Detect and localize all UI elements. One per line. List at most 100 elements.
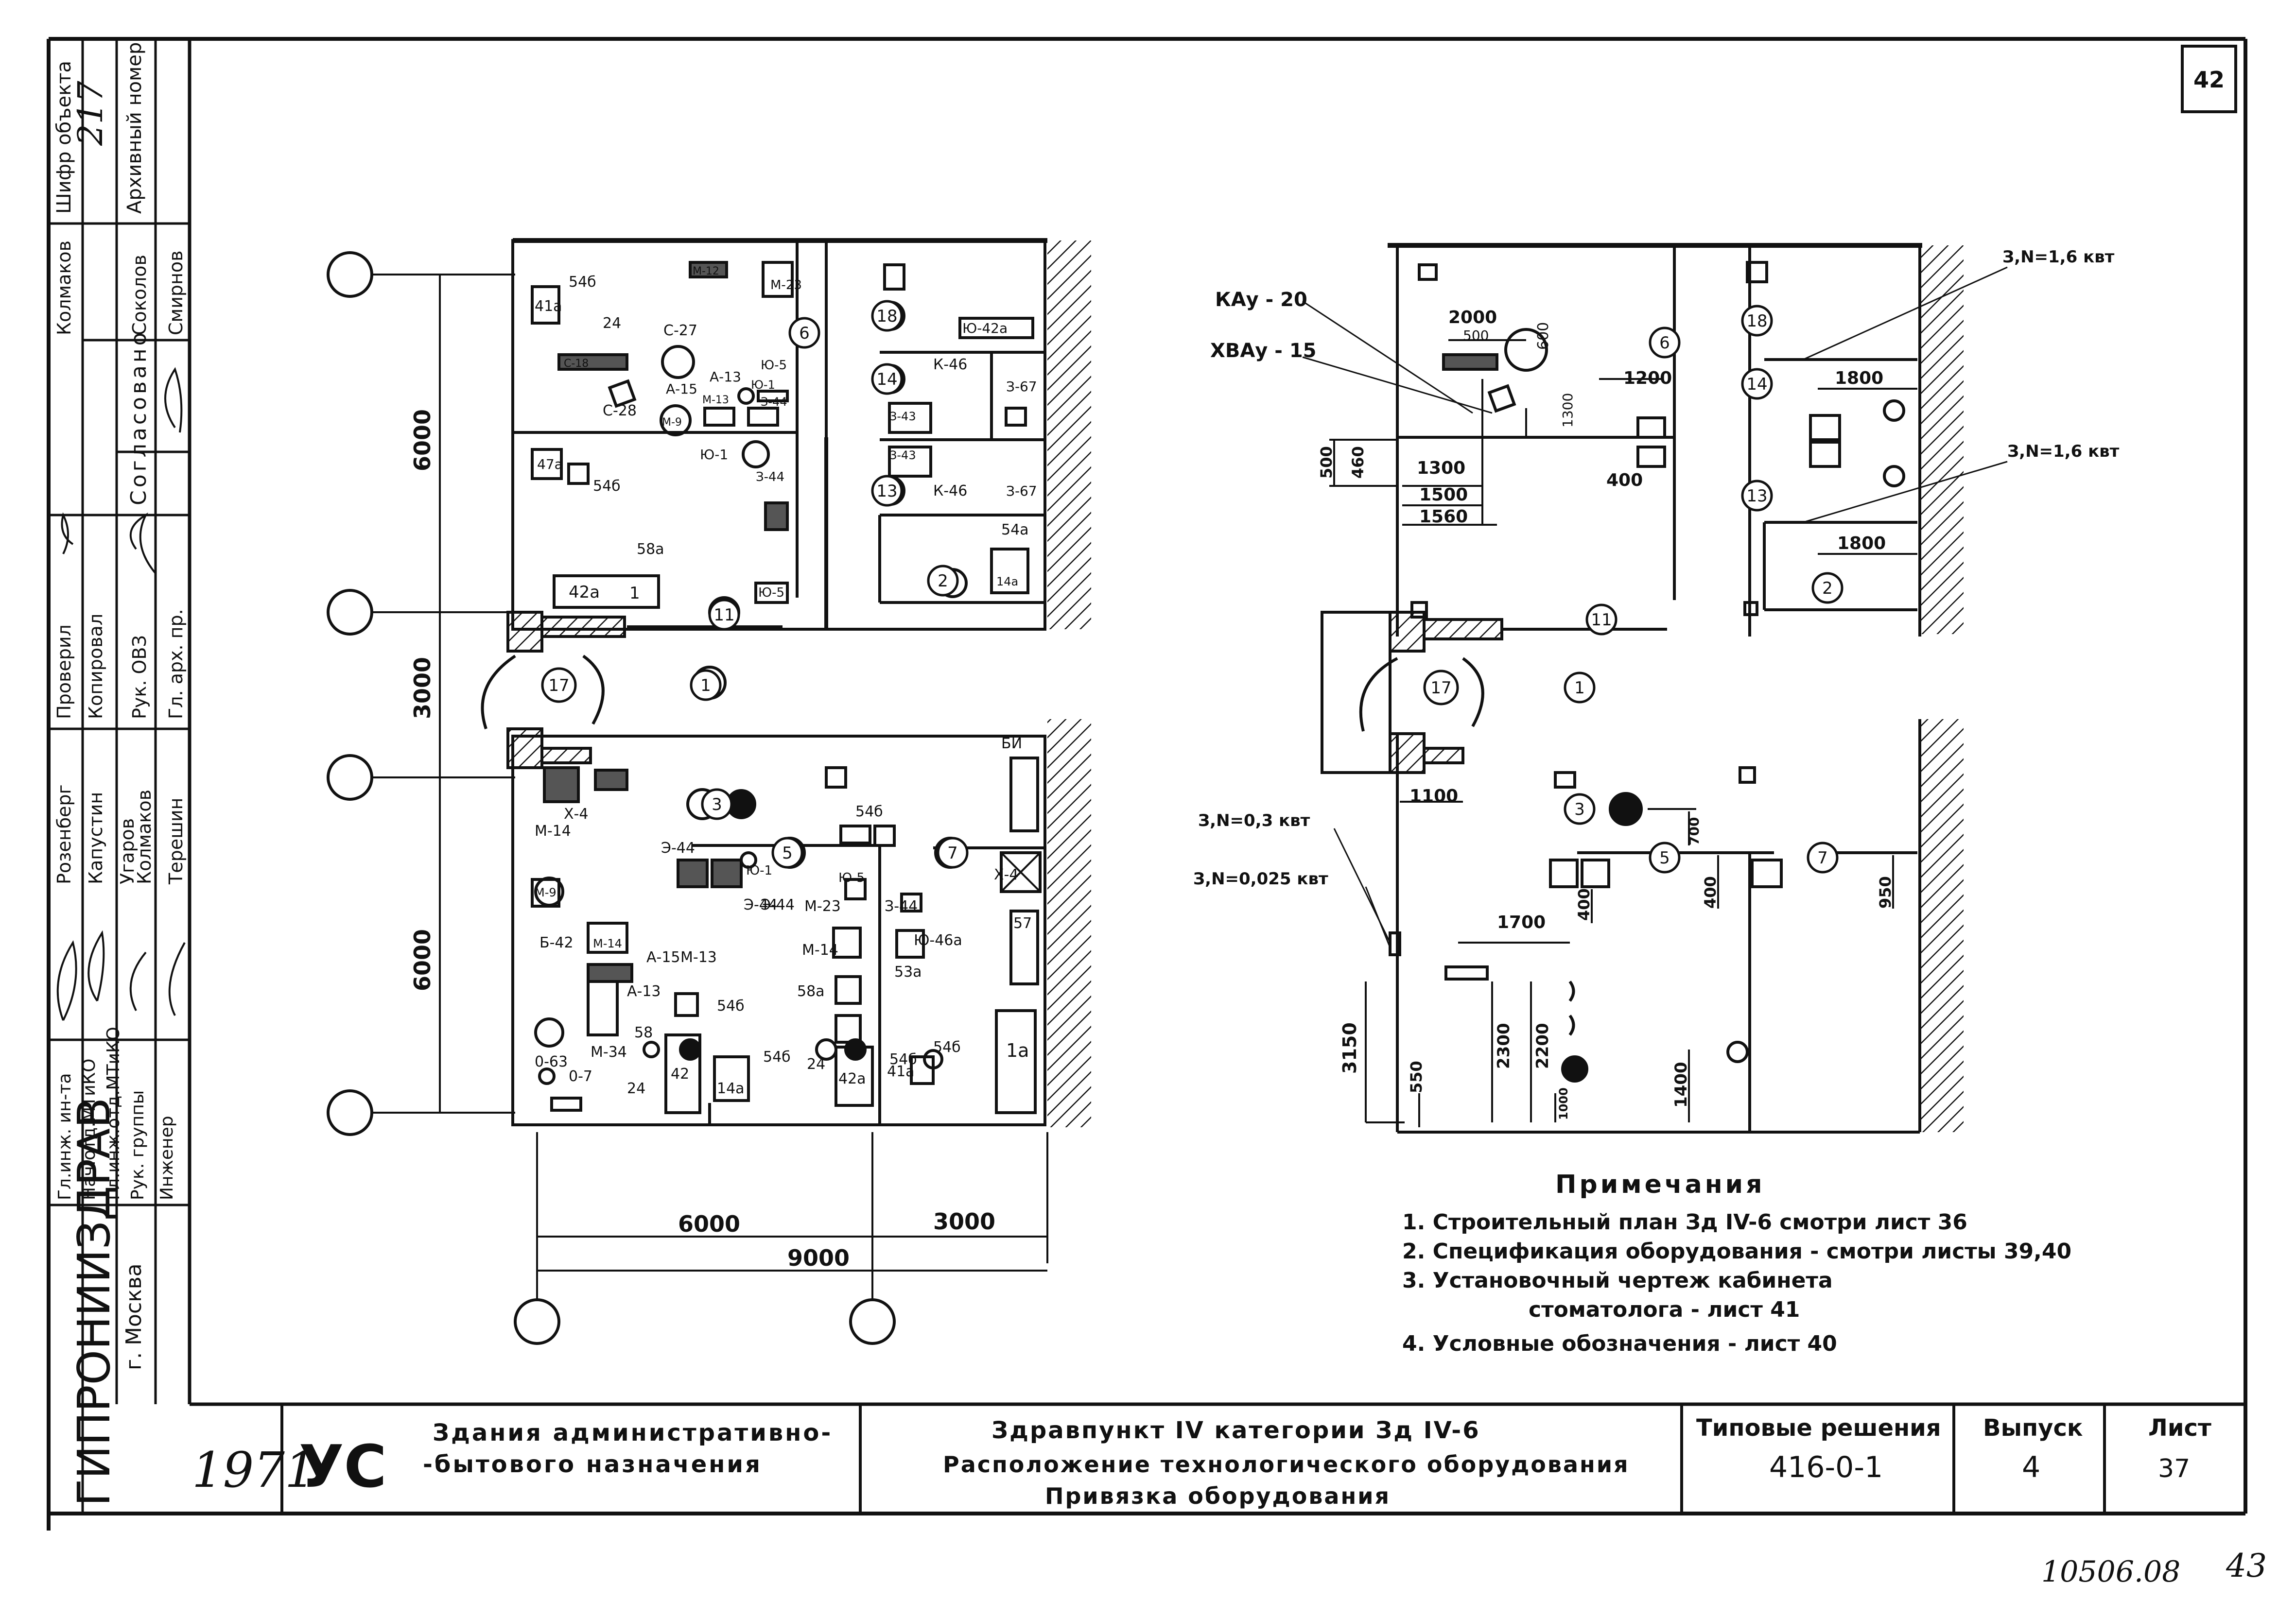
note-2: 2. Спецификация оборудования - смотри ли… xyxy=(1402,1239,2071,1264)
svg-text:54а: 54а xyxy=(1001,521,1029,538)
svg-text:М-14: М-14 xyxy=(535,823,571,840)
inventory-number: 10506.08 xyxy=(2041,1555,2180,1589)
role-3: Гл.инж.отд.МТиКО xyxy=(104,1027,123,1200)
name-1: Розенберг xyxy=(53,785,75,885)
svg-text:54б: 54б xyxy=(717,998,745,1015)
svg-text:А-13: А-13 xyxy=(710,369,741,385)
svg-text:2000: 2000 xyxy=(1448,308,1497,327)
svg-text:С-28: С-28 xyxy=(603,402,637,419)
svg-text:550: 550 xyxy=(1407,1061,1426,1093)
svg-text:11: 11 xyxy=(1591,610,1612,630)
svg-text:3: 3 xyxy=(1574,800,1585,819)
sheet-value: 37 xyxy=(2158,1454,2190,1483)
svg-text:1800: 1800 xyxy=(1835,368,1883,388)
role-5: Инженер xyxy=(157,1116,177,1200)
svg-text:42а: 42а xyxy=(569,583,600,602)
svg-text:Ю-5: Ю-5 xyxy=(761,358,787,373)
svg-text:1700: 1700 xyxy=(1497,912,1546,932)
svg-text:1: 1 xyxy=(700,676,711,695)
svg-text:1800: 1800 xyxy=(1837,534,1886,553)
logo: УС xyxy=(299,1433,387,1501)
name-2: Капустин xyxy=(85,792,106,884)
svg-text:Б-42: Б-42 xyxy=(539,934,574,951)
svg-text:57: 57 xyxy=(1013,915,1032,932)
stamp-text: Шифр объекта 217 Архивный номер Гл.инж. … xyxy=(53,42,187,1506)
svg-text:М-14: М-14 xyxy=(802,942,838,959)
approver-1: Колмаков xyxy=(53,241,75,335)
issue-value: 4 xyxy=(2022,1450,2040,1484)
svg-text:К-46: К-46 xyxy=(933,482,967,499)
svg-text:58а: 58а xyxy=(797,983,825,1000)
svg-text:Х-4: Х-4 xyxy=(994,866,1018,883)
svg-text:9000: 9000 xyxy=(787,1245,850,1271)
room-markers xyxy=(541,300,1844,874)
power-2: З,N=1,6 квт xyxy=(2007,442,2120,461)
approver-3: Смирнов xyxy=(165,250,187,335)
svg-text:А-15: А-15 xyxy=(666,381,697,397)
svg-text:Ю-1: Ю-1 xyxy=(700,447,728,463)
svg-text:54б: 54б xyxy=(593,478,621,495)
left-equipment-labels: 54б 41а 24 С-27 М-23 М-12 С-18 С-28 А-15… xyxy=(535,265,1037,1097)
khvady-label: ХВАу - 15 xyxy=(1210,340,1316,362)
note-3: 3. Установочный чертеж кабинета xyxy=(1402,1268,1833,1293)
check-2: Копировал xyxy=(85,614,106,719)
note-4: 4. Условные обозначения - лист 40 xyxy=(1402,1331,1837,1356)
notes: Примечания 1. Строительный план Зд IV-6 … xyxy=(1402,1170,2071,1356)
svg-text:З-44: З-44 xyxy=(756,470,784,484)
svg-text:3000: 3000 xyxy=(409,657,435,719)
svg-text:К-46: К-46 xyxy=(933,356,967,373)
svg-text:БИ: БИ xyxy=(1001,735,1022,752)
svg-text:С-18: С-18 xyxy=(564,358,589,370)
notes-heading: Примечания xyxy=(1555,1170,1765,1199)
kady-label: КАу - 20 xyxy=(1215,289,1307,311)
svg-text:0-7: 0-7 xyxy=(569,1068,592,1085)
title-line-1: Здравпункт IV категории Зд IV-6 xyxy=(991,1417,1480,1444)
svg-text:1300: 1300 xyxy=(1560,393,1576,428)
left-stamp xyxy=(49,39,190,1514)
name-5: Терешин xyxy=(165,798,187,885)
svg-text:1000: 1000 xyxy=(1557,1087,1570,1120)
page-number: 43 xyxy=(2226,1547,2267,1584)
note-3-cont: стоматолога - лист 41 xyxy=(1529,1297,1800,1322)
svg-text:42: 42 xyxy=(671,1066,689,1083)
name-3: Угаров xyxy=(117,818,138,884)
sheet-label: Лист xyxy=(2148,1414,2211,1442)
svg-text:2: 2 xyxy=(938,571,948,591)
svg-text:1300: 1300 xyxy=(1417,458,1465,478)
svg-text:17: 17 xyxy=(548,676,569,695)
title-line-2: Расположение технологического оборудован… xyxy=(943,1451,1630,1478)
building-line-2: -бытового назначения xyxy=(423,1451,762,1478)
svg-text:З-43: З-43 xyxy=(889,448,916,462)
cipher-label: Шифр объекта xyxy=(53,61,75,214)
svg-text:С-27: С-27 xyxy=(663,322,697,339)
org-name: ГИПРОНИИЗДРАВ xyxy=(68,1098,120,1506)
typical-value: 416-0-1 xyxy=(1769,1450,1883,1484)
cipher-value: 217 xyxy=(70,81,110,146)
svg-text:М-9: М-9 xyxy=(535,886,557,899)
svg-text:58: 58 xyxy=(634,1024,653,1041)
svg-text:700: 700 xyxy=(1686,817,1702,845)
svg-text:6000: 6000 xyxy=(678,1211,740,1237)
svg-text:54б: 54б xyxy=(569,274,596,291)
svg-text:24: 24 xyxy=(603,315,621,332)
sheet-corner-number: 42 xyxy=(2193,67,2225,93)
svg-text:950: 950 xyxy=(1876,876,1895,909)
svg-text:Ю-5: Ю-5 xyxy=(838,871,865,885)
svg-text:6000: 6000 xyxy=(409,929,435,991)
svg-text:3: 3 xyxy=(712,795,722,814)
approval: Согласовано xyxy=(126,329,151,505)
svg-text:14а: 14а xyxy=(717,1080,745,1097)
svg-text:14: 14 xyxy=(876,370,897,389)
svg-text:М-23: М-23 xyxy=(804,898,841,915)
svg-text:М-34: М-34 xyxy=(591,1044,627,1061)
right-plan-labels: КАу - 20 ХВАу - 15 З,N=1,6 квт З,N=1,6 к… xyxy=(1193,247,2120,1120)
approver-2: Соколов xyxy=(129,255,150,335)
svg-text:400: 400 xyxy=(1575,888,1593,921)
svg-text:Ю-1: Ю-1 xyxy=(746,863,772,878)
svg-text:13: 13 xyxy=(876,482,897,501)
power-3: З,N=0,3 квт xyxy=(1198,811,1310,830)
svg-text:17: 17 xyxy=(1430,678,1451,698)
svg-text:18: 18 xyxy=(876,307,897,326)
power-1: З,N=1,6 квт xyxy=(2002,247,2115,267)
